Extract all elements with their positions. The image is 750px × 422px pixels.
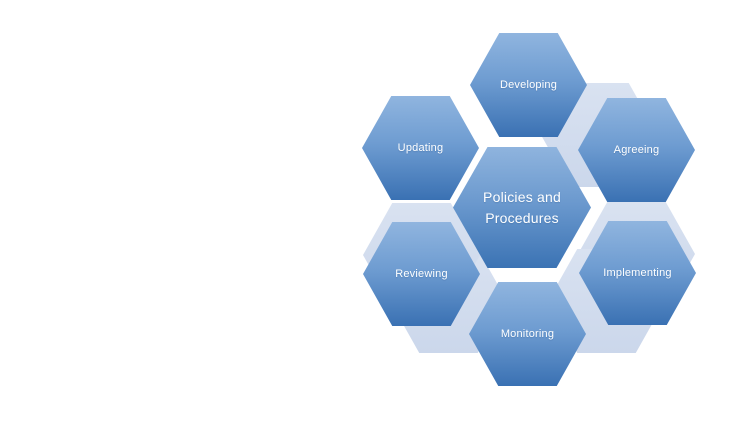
hexagon-monitoring-label: Monitoring bbox=[500, 327, 555, 340]
hexagon-center-label: Policies and Procedures bbox=[475, 187, 569, 228]
hexagon-updating: Updating bbox=[362, 96, 479, 200]
hexagon-updating-label: Updating bbox=[397, 141, 444, 154]
hexagon-reviewing-label: Reviewing bbox=[395, 267, 448, 280]
hexagon-monitoring: Monitoring bbox=[469, 282, 586, 386]
center-label-line1: Policies and bbox=[483, 189, 561, 206]
hexagon-agreeing-label: Agreeing bbox=[613, 143, 660, 156]
center-label-line2: Procedures bbox=[485, 209, 559, 226]
hexagon-implementing-label: Implementing bbox=[603, 266, 672, 279]
hexagon-center-policies-procedures: Policies and Procedures bbox=[453, 147, 591, 268]
hexagon-developing-label: Developing bbox=[499, 78, 558, 91]
